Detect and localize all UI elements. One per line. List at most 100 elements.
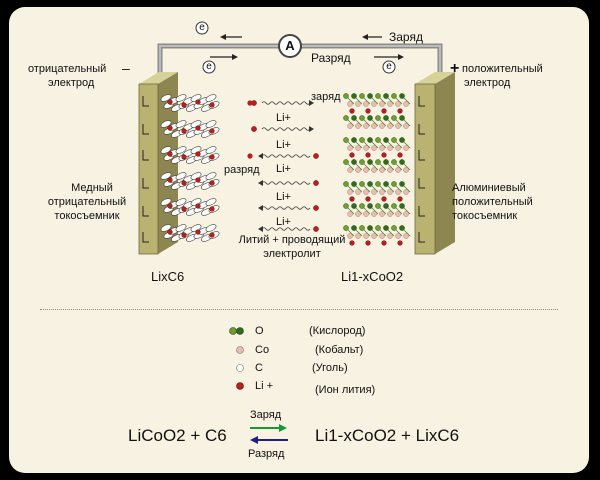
lico2-cathode-layers [343, 93, 411, 246]
carbon-icon [160, 172, 172, 180]
carbon-icon [175, 146, 187, 154]
copper-collector [138, 83, 159, 255]
oxygen-icon [359, 93, 365, 99]
carbon-icon [160, 198, 172, 206]
lithium-icon [167, 177, 173, 183]
cobalt-icon [371, 145, 377, 151]
electron-icon [202, 60, 216, 74]
cobalt-icon [347, 167, 353, 173]
cobalt-icon [355, 123, 361, 129]
oxygen-icon [343, 203, 349, 209]
lithium-icon [397, 108, 403, 114]
equation-discharge-label: Разряд [248, 448, 285, 460]
oxygen-icon [359, 181, 365, 187]
cobalt-icon [379, 101, 385, 107]
oxygen-icon [399, 137, 405, 143]
oxygen-icon [375, 181, 381, 187]
anode-formula: LixC6 [151, 269, 185, 284]
arrow-head [309, 100, 314, 106]
carbon-icon [160, 120, 172, 128]
cobalt-icon [355, 145, 361, 151]
oxygen-icon [383, 115, 389, 121]
oxygen-icon [399, 225, 405, 231]
positive-electrode-label-1: положительный [462, 63, 543, 75]
electron-label: e [199, 22, 205, 33]
oxygen-icon [399, 203, 405, 209]
electrolyte-label-1: Литий + проводящий [238, 234, 346, 246]
aluminum-collector-label-2: положительный [452, 196, 533, 208]
lithium-icon [349, 152, 355, 158]
lithium-icon [167, 229, 173, 235]
cobalt-icon [371, 233, 377, 239]
oxygen-icon [351, 93, 357, 99]
cobalt-icon [347, 145, 353, 151]
oxygen-icon [351, 225, 357, 231]
cobalt-icon [387, 101, 393, 107]
copper-collector-label-2: отрицательный [47, 196, 127, 208]
oxygen-icon [399, 181, 405, 187]
oxygen-icon [367, 181, 373, 187]
arrow-head [258, 153, 263, 159]
cobalt-icon [379, 233, 385, 239]
negative-electrode-label-2: электрод [48, 77, 95, 89]
oxygen-icon [391, 115, 397, 121]
cobalt-icon [347, 101, 353, 107]
copper-collector-label-1: Медный [71, 182, 113, 194]
lithium-icon [313, 153, 319, 159]
lithium-icon [365, 108, 371, 114]
oxygen-icon [383, 225, 389, 231]
oxygen-icon [367, 93, 373, 99]
carbon-icon [160, 224, 172, 232]
carbon-icon [175, 120, 187, 128]
electron-icon [382, 60, 396, 74]
arrow-head [309, 126, 314, 132]
copper-collector-top [139, 72, 178, 84]
oxygen-icon [343, 115, 349, 121]
positive-sign: + [450, 60, 460, 77]
oxygen-icon [391, 159, 397, 165]
cobalt-icon [236, 346, 244, 354]
cobalt-icon [363, 233, 369, 239]
carbon-icon [205, 94, 217, 102]
lithium-icon [195, 151, 201, 157]
lithium-icon [313, 226, 319, 232]
cobalt-icon [379, 145, 385, 151]
oxygen-icon [367, 115, 373, 121]
carbon-icon [205, 172, 217, 180]
cobalt-icon [395, 101, 401, 107]
oxygen-icon [399, 115, 405, 121]
top-charge-label: Заряд [389, 30, 423, 44]
arrow-head [258, 205, 263, 211]
cobalt-icon [355, 167, 361, 173]
section-divider [40, 309, 558, 310]
cobalt-icon [395, 123, 401, 129]
legend-name-lithium: (Ион лития) [315, 384, 376, 396]
cobalt-icon [355, 211, 361, 217]
carbon-icon [175, 94, 187, 102]
cobalt-icon [363, 189, 369, 195]
copper-collector-label-3: токосъемник [54, 210, 120, 222]
equation-reactants: LiCoO2 + C6 [128, 426, 227, 445]
oxygen-icon [391, 181, 397, 187]
cathode-formula: Li1-xCoO2 [341, 269, 404, 284]
lithium-icon [247, 153, 253, 159]
legend-markers [229, 327, 244, 390]
cobalt-icon [395, 145, 401, 151]
arrow-head [258, 226, 263, 232]
lithium-icon [349, 240, 355, 246]
lithium-icon [313, 180, 319, 186]
wavy-arrow [261, 127, 311, 131]
oxygen-icon [375, 203, 381, 209]
cobalt-icon [363, 101, 369, 107]
ammeter-icon [278, 34, 302, 58]
legend-symbol-oxygen: O [255, 325, 264, 337]
lithium-icon [381, 108, 387, 114]
oxygen-icon [383, 137, 389, 143]
lithium-icon [167, 151, 173, 157]
ion-discharge-label: разряд [224, 164, 260, 176]
cobalt-icon [395, 167, 401, 173]
lithium-icon [209, 154, 215, 160]
wavy-arrow [261, 181, 311, 185]
lithium-icon [209, 128, 215, 134]
